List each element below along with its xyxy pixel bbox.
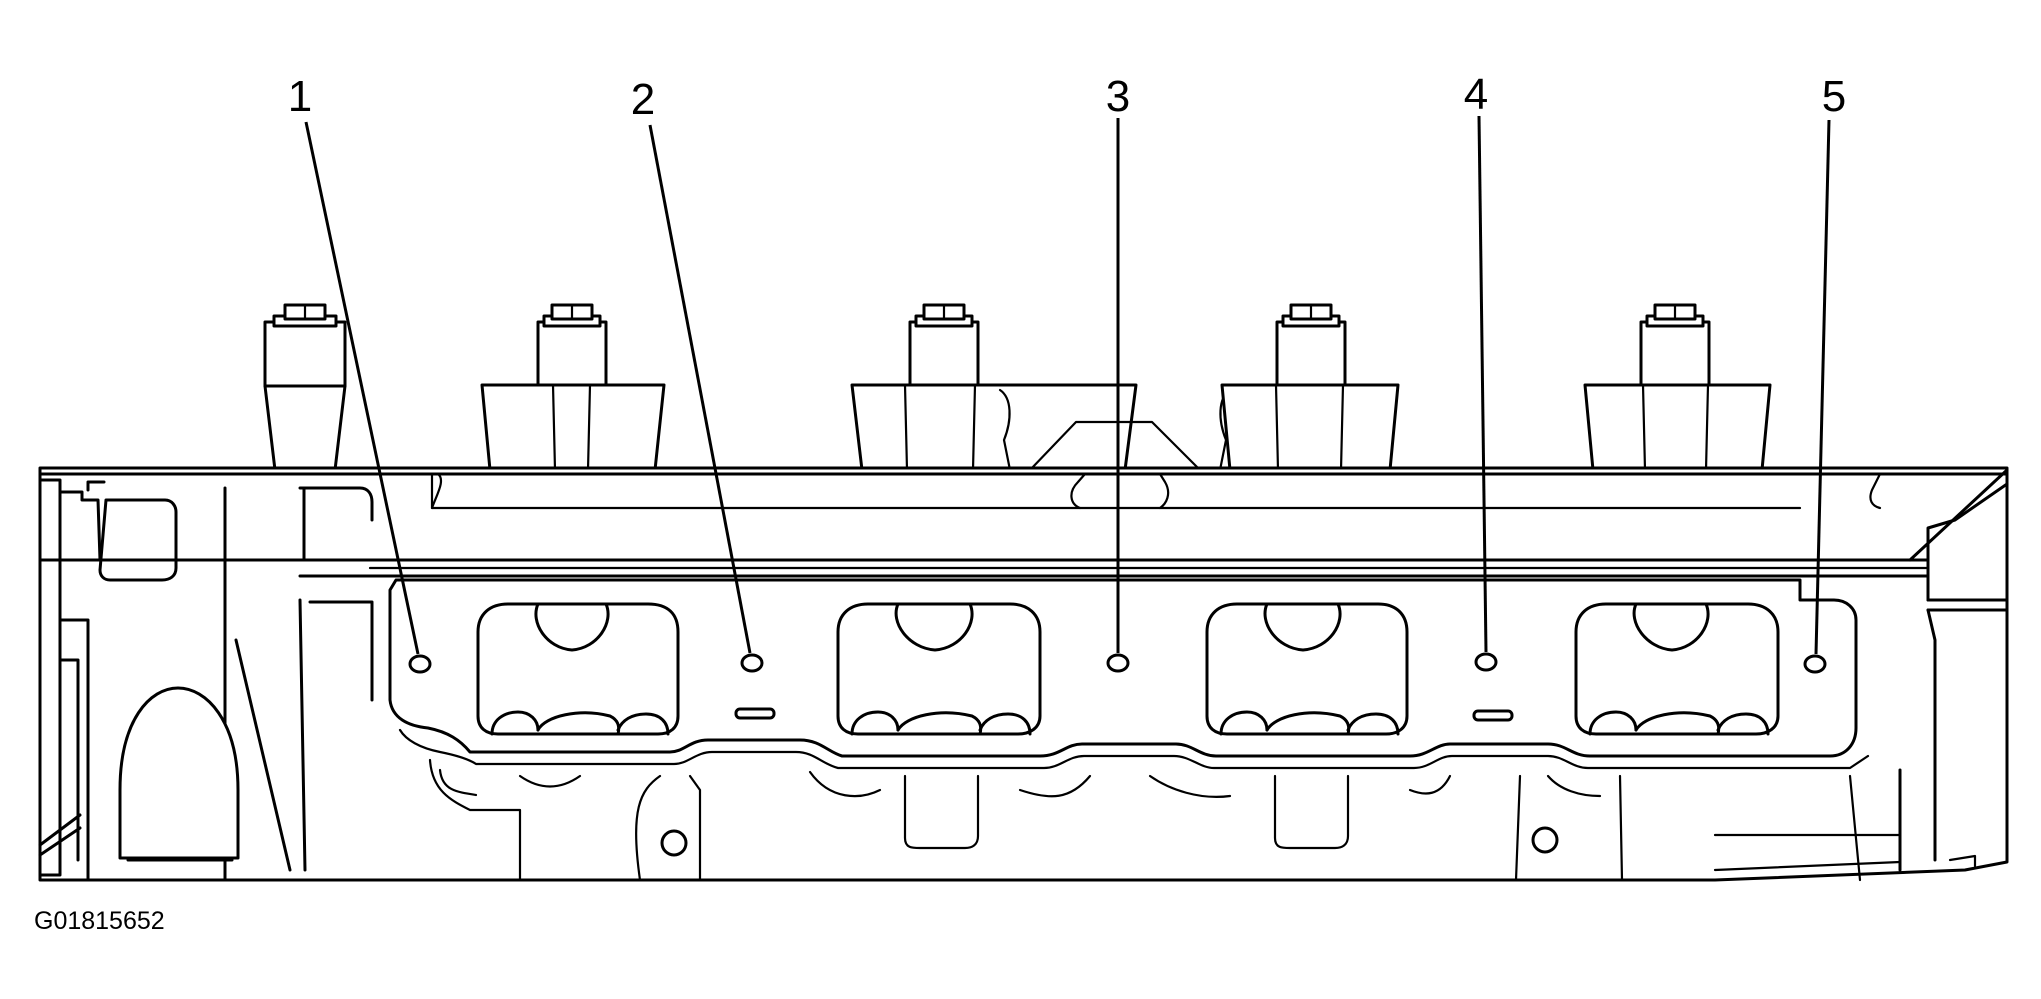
callout-3: 3 bbox=[1106, 72, 1130, 121]
leader-line-1 bbox=[304, 121, 420, 655]
cam-tower-2 bbox=[480, 303, 666, 472]
exhaust-port-3 bbox=[1205, 602, 1409, 736]
callout-2: 2 bbox=[631, 75, 655, 124]
exhaust-port-2 bbox=[836, 602, 1042, 736]
cam-tower-4 bbox=[1220, 303, 1400, 472]
callout-labels: 1 2 3 4 5 bbox=[288, 70, 1846, 124]
flange-bolt-holes bbox=[408, 652, 1827, 722]
bolt-hole-3 bbox=[1106, 653, 1130, 673]
cam-tower-3 bbox=[850, 303, 1232, 472]
callout-1: 1 bbox=[288, 72, 312, 121]
camshaft-towers bbox=[263, 303, 1772, 472]
locating-slot-1 bbox=[734, 707, 776, 720]
figure-id: G01815652 bbox=[34, 907, 165, 935]
locating-slot-2 bbox=[1472, 709, 1514, 722]
exhaust-port-1 bbox=[476, 602, 680, 736]
cam-tower-1 bbox=[263, 303, 347, 472]
bolt-hole-1 bbox=[408, 654, 432, 674]
callout-leaders bbox=[304, 115, 1831, 655]
leader-line-2 bbox=[648, 124, 752, 654]
bolt-hole-5 bbox=[1803, 654, 1827, 674]
bolt-hole-2 bbox=[740, 653, 764, 673]
bolt-hole-4 bbox=[1474, 652, 1498, 672]
exhaust-port-4 bbox=[1574, 602, 1780, 736]
callout-5: 5 bbox=[1822, 72, 1846, 121]
lower-contour bbox=[428, 758, 1862, 882]
leader-line-4 bbox=[1477, 115, 1488, 653]
callout-4: 4 bbox=[1464, 70, 1488, 119]
exhaust-ports bbox=[476, 602, 1780, 736]
leader-line-5 bbox=[1814, 119, 1831, 655]
cam-tower-5 bbox=[1583, 303, 1772, 472]
